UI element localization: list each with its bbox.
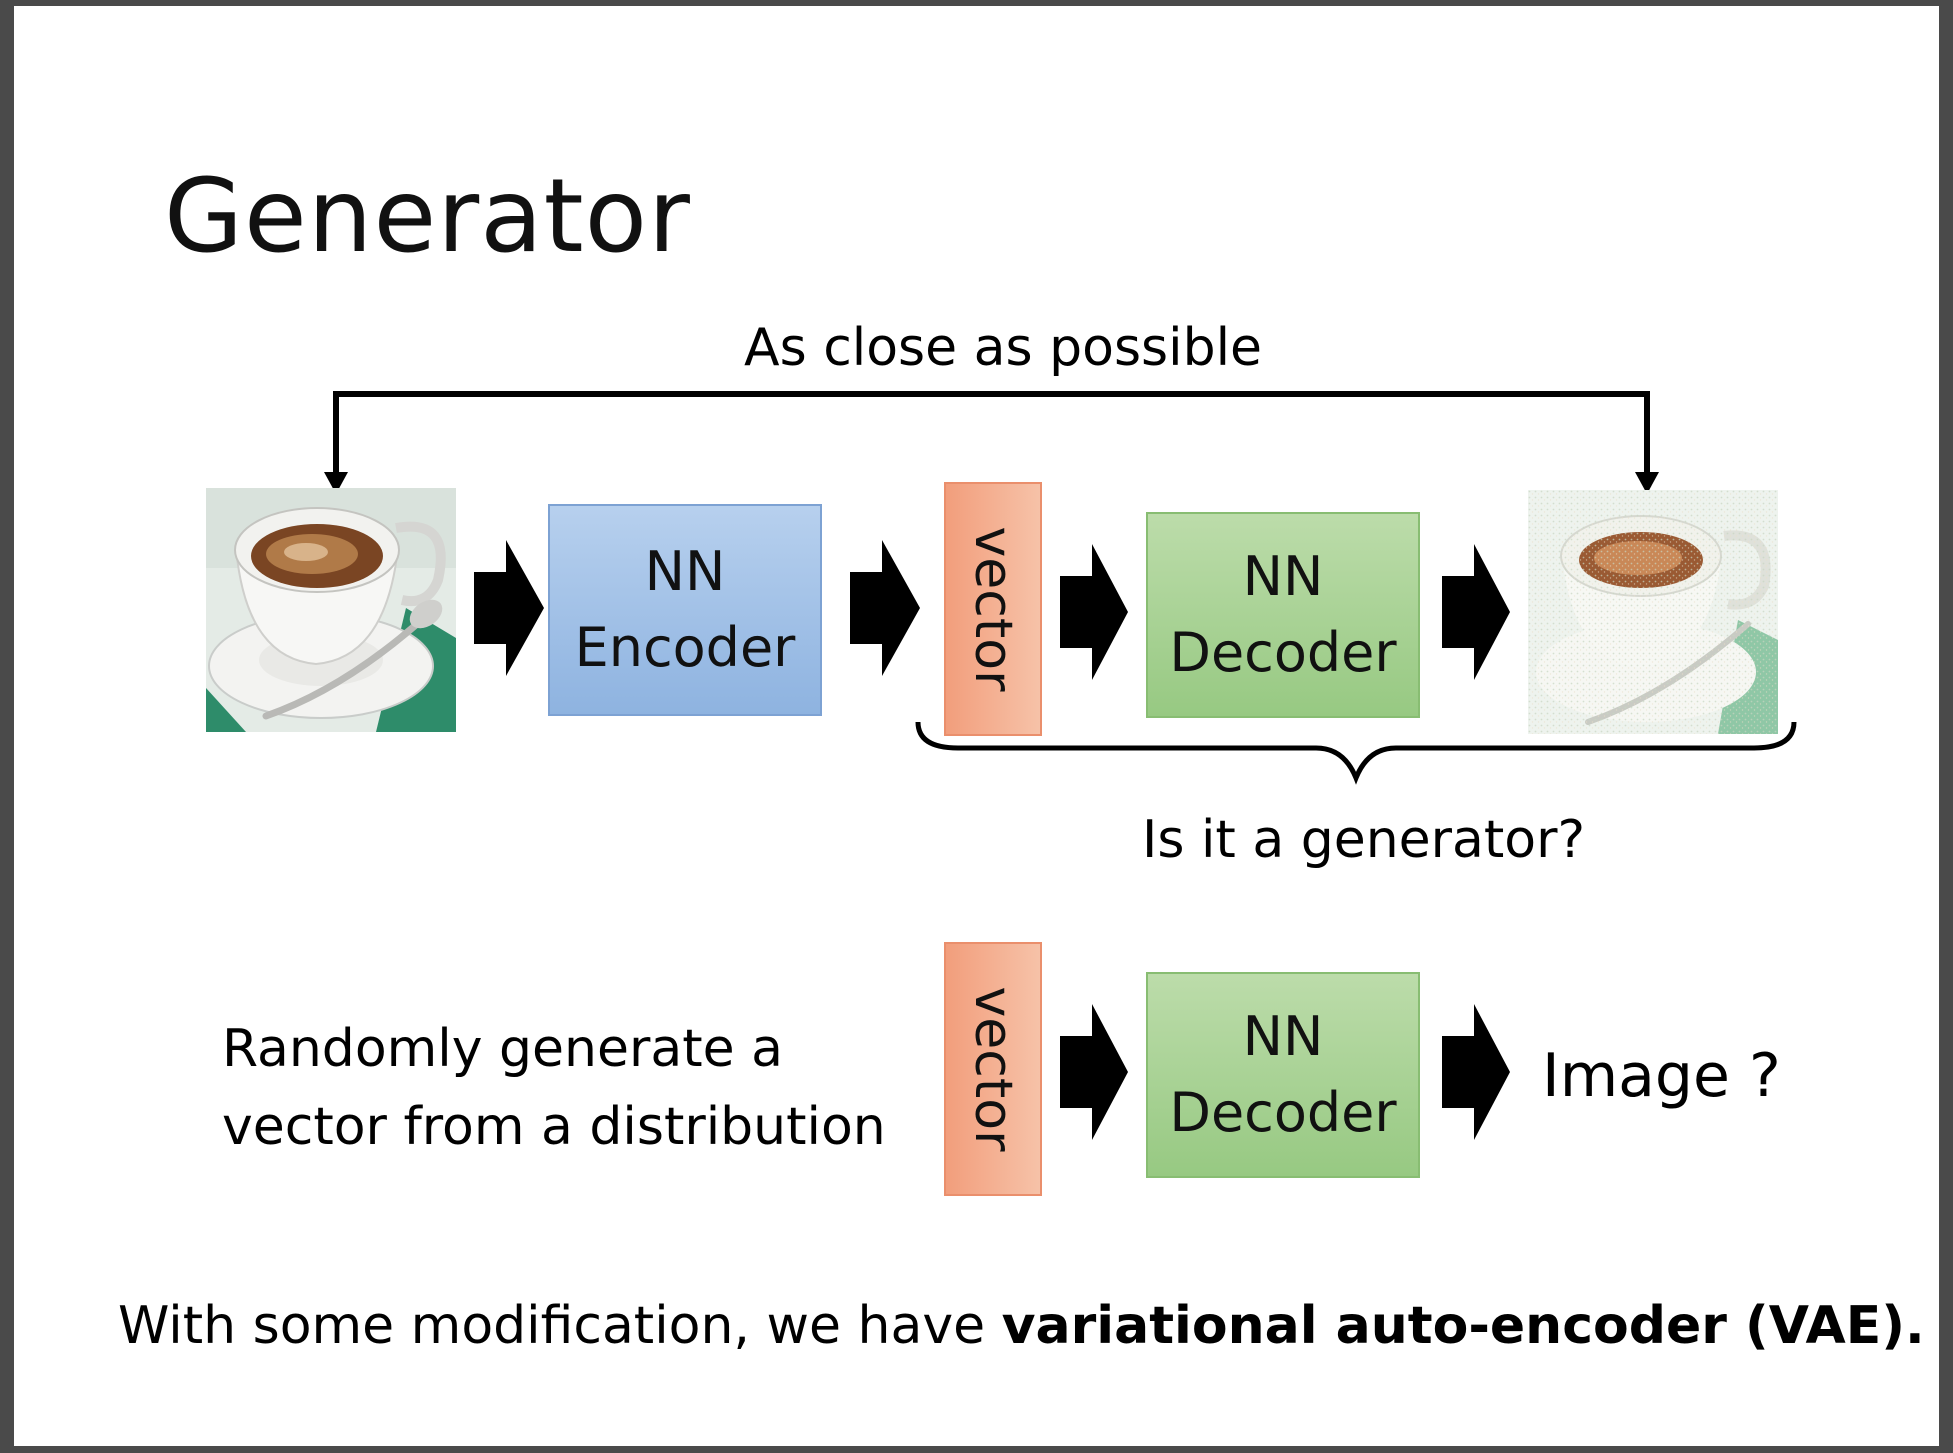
reconstructed-image xyxy=(1528,490,1778,734)
bottom-caption: With some modification, we have variatio… xyxy=(118,1300,1925,1352)
curly-brace-icon xyxy=(915,721,1797,785)
decoder-2-line2: Decoder xyxy=(1169,1081,1397,1144)
decoder-line2: Decoder xyxy=(1169,621,1397,684)
decoder-2-line1: NN xyxy=(1242,1005,1324,1068)
nn-encoder-box: NN Encoder xyxy=(548,504,822,716)
image-question-label: Image ? xyxy=(1542,1041,1781,1111)
slide-title: Generator xyxy=(164,157,691,276)
feedback-arrowhead-right xyxy=(1635,472,1659,494)
nn-decoder-box-2: NN Decoder xyxy=(1146,972,1420,1178)
arrow-icon-vector-to-decoder xyxy=(1060,544,1128,680)
bottom-caption-plain: With some modification, we have xyxy=(118,1296,1002,1356)
encoder-line1: NN xyxy=(644,540,726,603)
feedback-arrowhead-left xyxy=(324,472,348,494)
as-close-label: As close as possible xyxy=(744,318,1263,378)
random-vector-text: Randomly generate a vector from a distri… xyxy=(222,1019,886,1157)
encoder-line2: Encoder xyxy=(574,616,796,679)
bottom-caption-bold: variational auto-encoder (VAE). xyxy=(1001,1296,1925,1356)
decoder-line1: NN xyxy=(1242,545,1324,608)
slide: Generator As close as possible xyxy=(14,6,1939,1446)
diagram-connectors xyxy=(324,391,1797,1140)
arrow-icon-decoder-to-image-2 xyxy=(1442,1004,1510,1140)
vector-box-2: vector xyxy=(944,942,1042,1196)
vector-label: vector xyxy=(963,526,1023,692)
is-it-generator-label: Is it a generator? xyxy=(1142,810,1586,870)
nn-decoder-box: NN Decoder xyxy=(1146,512,1420,718)
input-image xyxy=(206,488,456,732)
arrow-icon-decoder-to-output xyxy=(1442,544,1510,680)
arrow-icon-encoder-to-vector xyxy=(850,540,920,676)
vector-box: vector xyxy=(944,482,1042,736)
noisy-coffee-cup-icon xyxy=(1528,490,1778,734)
arrow-icon-vector-to-decoder-2 xyxy=(1060,1004,1128,1140)
vector-label-2: vector xyxy=(963,986,1023,1152)
arrow-icon-input-to-encoder xyxy=(474,540,544,676)
feedback-bracket-line xyxy=(333,391,1650,476)
coffee-cup-icon xyxy=(206,488,456,732)
